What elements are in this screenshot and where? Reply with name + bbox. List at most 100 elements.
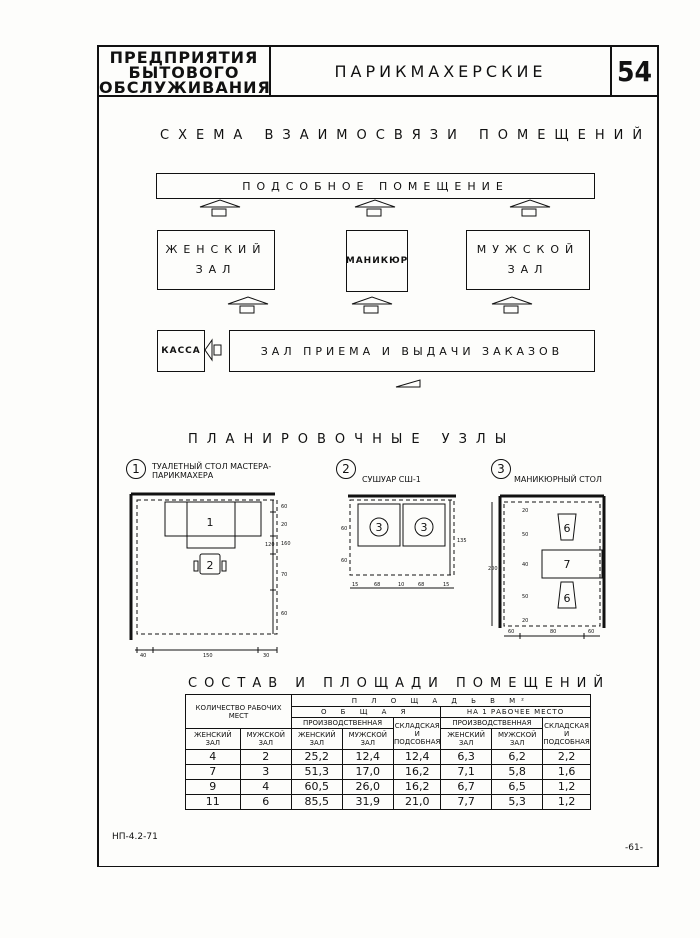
- dim: 50: [522, 532, 528, 538]
- dim: 60: [341, 526, 347, 532]
- dim: 30: [263, 653, 269, 659]
- table-row: 11 6 85,5 31,9 21,0 7,7 5,3 1,2: [185, 794, 591, 810]
- dim: 50: [522, 594, 528, 600]
- dim: 150: [203, 653, 213, 659]
- plan-2-drawing: 3 3 60 60 135 15 68 10 68 15: [341, 494, 467, 589]
- cell: 16,2: [393, 779, 442, 795]
- mens-hall-box: МУЖСКОЙ ЗАЛ: [466, 230, 590, 290]
- cell: 60,5: [291, 779, 343, 795]
- dim: 120: [265, 542, 275, 548]
- cell: 1,2: [542, 779, 591, 795]
- entry-arrow-icon: [395, 379, 421, 388]
- cell: 9: [185, 779, 241, 795]
- scheme-title: СХЕМА ВЗАИМОСВЯЗИ ПОМЕЩЕНИЙ: [160, 128, 652, 143]
- arrow-up-icon: [491, 296, 533, 314]
- category-line-1: ПРЕДПРИЯТИЯ: [109, 48, 259, 67]
- composition-title: СОСТАВ И ПЛОЩАДИ ПОМЕЩЕНИЙ: [188, 676, 611, 691]
- cell: 21,0: [393, 794, 442, 810]
- dim: 60: [508, 629, 514, 635]
- plan-3-label-table: 7: [564, 558, 571, 571]
- plan-3-drawing: 6 7 6 200 20 50 40 50 20 60 80 60: [488, 494, 606, 639]
- dim: 70: [281, 572, 287, 578]
- dim: 40: [522, 562, 528, 568]
- category-line-2: БЫТОВОГО: [128, 63, 240, 82]
- cell: 16,2: [393, 764, 442, 780]
- dim: 160: [281, 541, 291, 547]
- sheet-frame: [97, 45, 659, 867]
- cell: 85,5: [291, 794, 343, 810]
- dim: 60: [341, 558, 347, 564]
- cell: 5,3: [490, 794, 544, 810]
- dim: 15: [352, 582, 358, 588]
- header-total: О Б Щ А Я: [291, 706, 442, 718]
- cell: 7: [185, 764, 241, 780]
- dim: 40: [140, 653, 146, 659]
- womens-hall-box: ЖЕНСКИЙ ЗАЛ: [157, 230, 275, 290]
- dim: 20: [522, 508, 528, 514]
- cell: 25,2: [291, 749, 343, 765]
- plan-1-drawing: 1 2 60 20 120 70 160 60 40 150 30: [129, 492, 291, 659]
- dim: 60: [281, 611, 287, 617]
- sheet-number: 54: [610, 47, 657, 97]
- dim: 68: [374, 582, 380, 588]
- arrow-up-icon: [509, 199, 551, 217]
- plan-2-label-right: 3: [421, 521, 428, 534]
- cell: 6,3: [440, 749, 492, 765]
- header-storage-2: СКЛАДСКАЯ И ПОДСОБНАЯ: [542, 717, 591, 750]
- scheme-arrows: [199, 199, 551, 388]
- reception-hall-box: ЗАЛ ПРИЕМА И ВЫДАЧИ ЗАКАЗОВ: [229, 330, 595, 372]
- header-womens-3: ЖЕНСКИЙ ЗАЛ: [440, 728, 492, 750]
- header-womens: ЖЕНСКИЙ ЗАЛ: [185, 728, 241, 750]
- cell: 6,2: [490, 749, 544, 765]
- unit-3-number: 3: [491, 459, 511, 479]
- cell: 6: [239, 794, 293, 810]
- auxiliary-room-box: ПОДСОБНОЕ ПОМЕЩЕНИЕ: [156, 173, 595, 199]
- cell: 17,0: [341, 764, 395, 780]
- cell: 1,6: [542, 764, 591, 780]
- planning-title: ПЛАНИРОВОЧНЫЕ УЗЛЫ: [188, 432, 516, 447]
- cell: 7,1: [440, 764, 492, 780]
- arrow-up-icon: [351, 296, 393, 314]
- plan-3-label-bottom: 6: [564, 592, 571, 605]
- cell: 26,0: [341, 779, 395, 795]
- bottom-rule: [97, 866, 657, 867]
- dim: 10: [398, 582, 404, 588]
- cell: 11: [185, 794, 241, 810]
- header-storage: СКЛАДСКАЯ И ПОДСОБНАЯ: [393, 717, 442, 750]
- cell: 51,3: [291, 764, 343, 780]
- unit-2-number: 2: [336, 459, 356, 479]
- dim: 200: [488, 566, 498, 572]
- cell: 12,4: [341, 749, 395, 765]
- cell: 2,2: [542, 749, 591, 765]
- page-number: -61-: [625, 843, 643, 853]
- cell: 31,9: [341, 794, 395, 810]
- category-line-3: ОБСЛУЖИВАНИЯ: [99, 78, 271, 97]
- header-mens-2: МУЖСКОЙ ЗАЛ: [341, 728, 395, 750]
- dim: 80: [550, 629, 556, 635]
- header-mens-3: МУЖСКОЙ ЗАЛ: [490, 728, 544, 750]
- dim: 60: [281, 504, 287, 510]
- cell: 1,2: [542, 794, 591, 810]
- dim: 20: [522, 618, 528, 624]
- cell: 5,8: [490, 764, 544, 780]
- header-womens-2: ЖЕНСКИЙ ЗАЛ: [291, 728, 343, 750]
- plan-3-label-top: 6: [564, 522, 571, 535]
- header-production: ПРОИЗВОДСТВЕННАЯ: [291, 717, 395, 729]
- unit-1-number: 1: [126, 459, 146, 479]
- cell: 2: [239, 749, 293, 765]
- plan-1-label-chair: 2: [207, 559, 214, 572]
- manicure-box: МАНИКЮР: [346, 230, 408, 292]
- cashier-box: КАССА: [157, 330, 205, 372]
- area-table: КОЛИЧЕСТВО РАБОЧИХ МЕСТ П Л О Щ А Д Ь В …: [184, 694, 591, 810]
- unit-2-caption: СУШУАР СШ-1: [362, 475, 421, 484]
- header-workplaces: КОЛИЧЕСТВО РАБОЧИХ МЕСТ: [184, 694, 293, 729]
- header-area: П Л О Щ А Д Ь В М²: [291, 694, 591, 707]
- cell: 7,7: [440, 794, 492, 810]
- header-mens: МУЖСКОЙ ЗАЛ: [239, 728, 293, 750]
- header-per-seat: НА 1 РАБОЧЕЕ МЕСТО: [440, 706, 591, 718]
- table-row: 4 2 25,2 12,4 12,4 6,3 6,2 2,2: [185, 749, 591, 765]
- cell: 3: [239, 764, 293, 780]
- header-production-2: ПРОИЗВОДСТВЕННАЯ: [440, 717, 544, 729]
- plan-2-label-left: 3: [376, 521, 383, 534]
- arrow-up-icon: [227, 296, 269, 314]
